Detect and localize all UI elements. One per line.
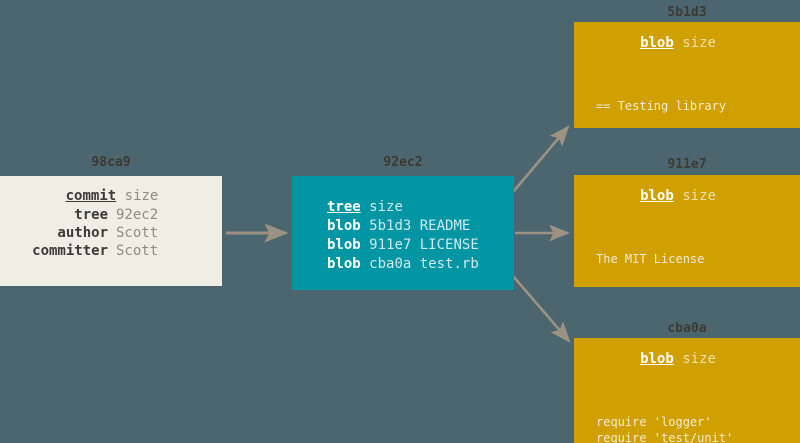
commit-field-value: Scott [116, 225, 159, 241]
node-label-blob-license: 911e7 [667, 157, 707, 172]
tree-entry-mode: blob [327, 256, 361, 272]
tree-entry-hash: 911e7 [369, 237, 412, 253]
tree-type-label: tree [327, 199, 361, 215]
commit-message: The initial commit of my project [0, 284, 222, 286]
blob-readme-content: == Testing library This library is used … [596, 66, 792, 128]
commit-type-label: commit [65, 188, 117, 204]
blob-test-size-label: size [682, 351, 716, 367]
blob-readme-header: blob size [574, 34, 800, 52]
commit-field-key: tree [74, 207, 108, 223]
commit-field-key: author [57, 225, 108, 241]
tree-entry-hash: 5b1d3 [369, 218, 412, 234]
node-label-commit: 98ca9 [91, 155, 131, 170]
tree-entry-mode: blob [327, 237, 361, 253]
blob-readme-type-label: blob [640, 35, 674, 51]
blob-test-box[interactable]: blob size require 'logger' require 'test… [574, 338, 800, 443]
blob-content-paragraph: == Testing library [596, 99, 727, 113]
blob-content-paragraph: require 'logger' require 'test/unit' [596, 415, 734, 443]
arrow-tree-to-blob-readme [512, 125, 570, 193]
blob-license-box[interactable]: blob size The MIT License Copyright (c) … [574, 175, 800, 287]
tree-object-box[interactable]: tree size blob 5b1d3 README blob 911e7 L… [292, 176, 514, 290]
tree-entry-name: test.rb [419, 256, 479, 272]
arrow-tree-to-blob-test [512, 275, 571, 343]
tree-entry-row: blob 911e7 LICENSE [327, 236, 479, 255]
tree-entry-row: blob cba0a test.rb [327, 255, 479, 274]
tree-size-label: size [369, 199, 403, 215]
node-label-blob-test: cba0a [667, 321, 707, 336]
commit-fields: tree 92ec2 author Scott committer Scott [0, 206, 222, 260]
tree-entry-name: LICENSE [419, 237, 479, 253]
tree-entries: tree size blob 5b1d3 README blob 911e7 L… [327, 198, 479, 274]
commit-object-box[interactable]: commit size tree 92ec2 author Scott comm… [0, 176, 222, 286]
commit-size-label: size [124, 188, 159, 204]
tree-entry-mode: blob [327, 218, 361, 234]
commit-field-row: committer Scott [0, 242, 222, 260]
blob-test-header: blob size [574, 350, 800, 368]
blob-test-content: require 'logger' require 'test/unit' cla… [596, 382, 792, 443]
blob-readme-box[interactable]: blob size == Testing library This librar… [574, 22, 800, 128]
blob-license-content: The MIT License Copyright (c) 2008 Scott… [596, 219, 792, 287]
blob-readme-size-label: size [682, 35, 716, 51]
commit-field-value: Scott [116, 243, 159, 259]
blob-test-type-label: blob [640, 351, 674, 367]
blob-license-type-label: blob [640, 188, 674, 204]
commit-field-key: committer [32, 243, 108, 259]
node-label-blob-readme: 5b1d3 [667, 5, 707, 20]
tree-entry-name: README [419, 218, 471, 234]
commit-field-value: 92ec2 [116, 207, 159, 223]
tree-entry-row: blob 5b1d3 README [327, 217, 479, 236]
commit-field-row: author Scott [0, 224, 222, 242]
blob-license-size-label: size [682, 188, 716, 204]
blob-content-paragraph: The MIT License [596, 252, 705, 266]
commit-field-row: tree 92ec2 [0, 206, 222, 224]
tree-entry-hash: cba0a [369, 256, 412, 272]
node-label-tree: 92ec2 [383, 155, 423, 170]
commit-header: commit size [0, 187, 222, 205]
tree-header-row: tree size [327, 198, 479, 217]
blob-license-header: blob size [574, 187, 800, 205]
